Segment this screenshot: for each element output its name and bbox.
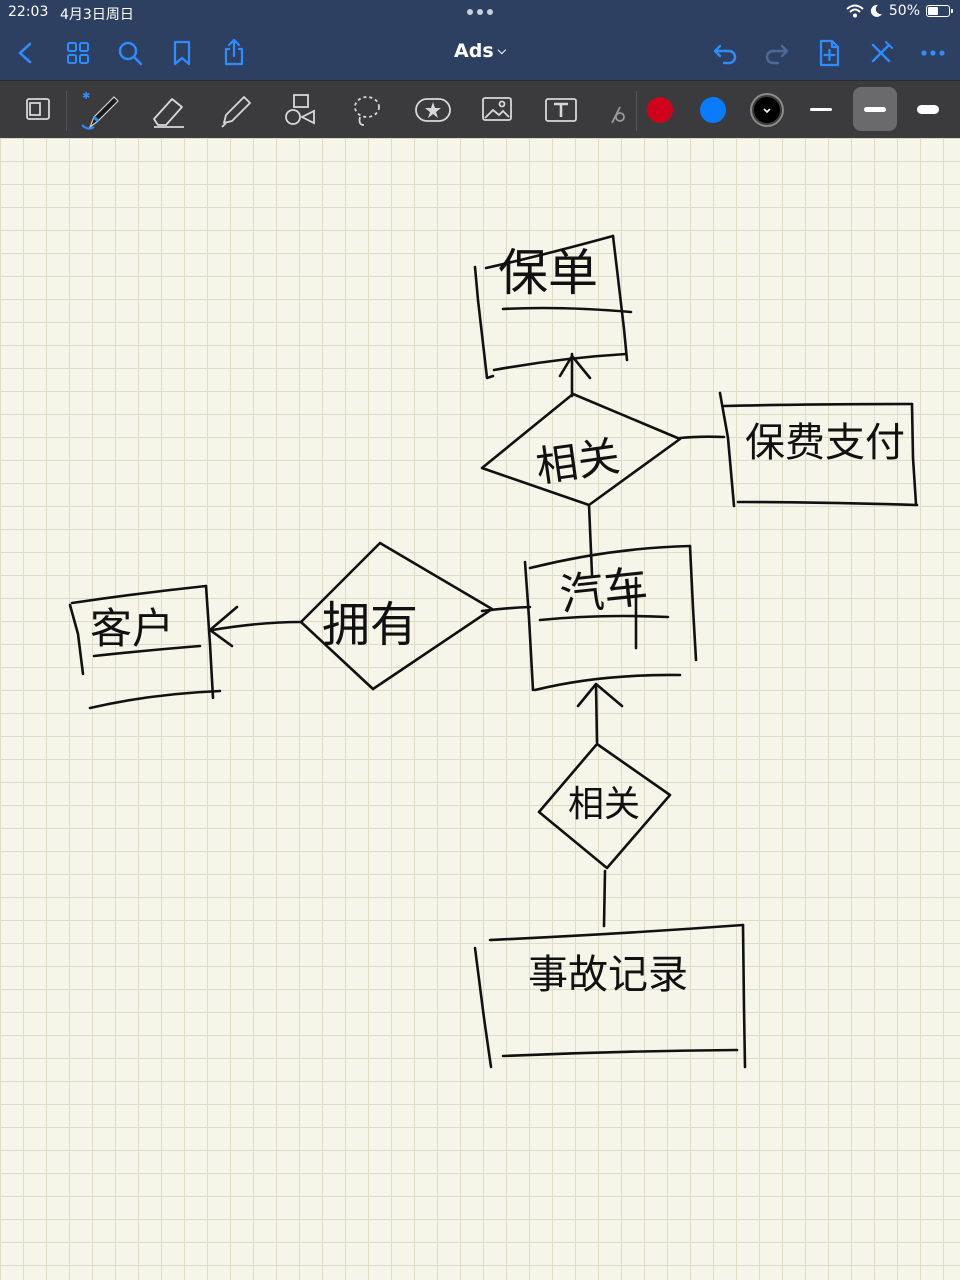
policy-arrow [558, 352, 592, 398]
policy-entity-box [473, 234, 633, 380]
more-icon [921, 50, 945, 56]
share-button[interactable] [217, 36, 251, 70]
moon-icon [870, 4, 882, 17]
color-swatch-red[interactable] [647, 97, 673, 123]
add-page-icon [819, 39, 840, 67]
tablet-mode-icon [26, 98, 50, 120]
undo-icon [713, 44, 737, 65]
tablet-mode-tool[interactable] [16, 87, 62, 133]
shapes-icon [285, 94, 315, 125]
policy-label: 保单 [498, 244, 598, 302]
status-time: 22:03 [8, 4, 49, 20]
text-icon [545, 98, 577, 122]
add-page-button[interactable] [812, 36, 846, 70]
related-top-label: 相关 [533, 431, 623, 491]
svg-text:✱: ✱ [82, 91, 90, 102]
premium-payment-label: 保费支付 [745, 420, 905, 466]
customer-entity-box [68, 584, 222, 710]
back-button[interactable] [8, 36, 42, 70]
sticker-tool[interactable] [410, 87, 456, 133]
highlighter-tool[interactable] [212, 87, 258, 133]
related-bottom-label: 相关 [568, 784, 640, 825]
related-bottom-relationship [537, 742, 672, 928]
image-icon [482, 97, 512, 121]
accident-record-entity-box [473, 923, 747, 1069]
car-entity-box [523, 544, 698, 692]
redo-button[interactable] [760, 36, 794, 70]
bookmark-button[interactable] [165, 36, 199, 70]
stroke-thick[interactable] [906, 87, 950, 131]
color-swatch-black-selected[interactable] [754, 97, 780, 123]
status-date: 4月3日周日 [60, 7, 134, 23]
owns-label: 拥有 [322, 597, 418, 653]
car-arrow [576, 682, 624, 744]
chevron-down-icon [763, 108, 771, 114]
chevron-down-icon: ⌵ [497, 44, 506, 57]
more-button[interactable] [916, 36, 950, 70]
accident-record-label: 事故记录 [528, 952, 688, 998]
car-label: 汽车 [557, 562, 650, 622]
eraser-icon [153, 98, 184, 128]
sticker-icon [415, 98, 451, 122]
pen-tool[interactable]: ✱ [80, 87, 126, 133]
search-icon [118, 41, 143, 66]
toolbar-divider [66, 91, 67, 131]
status-right: 50% [846, 3, 953, 19]
close-toolbar-icon [871, 41, 893, 63]
share-icon [224, 38, 244, 66]
lasso-tool[interactable] [344, 87, 390, 133]
customer-label: 客户 [90, 604, 174, 653]
battery-fill [928, 7, 938, 15]
back-icon [18, 42, 32, 64]
thumbnails-button[interactable] [61, 36, 95, 70]
stroke-thin[interactable] [799, 87, 843, 131]
wifi-icon [846, 4, 864, 18]
toolbar-divider-2 [636, 91, 637, 131]
highlighter-icon [221, 96, 251, 128]
document-title-text: Ads [454, 40, 494, 62]
undo-button[interactable] [708, 36, 742, 70]
shapes-tool[interactable] [278, 87, 324, 133]
er-diagram-sketch: 保单 相关 保费支付 客户 拥有 汽车 相关 事故记录 [68, 234, 919, 1069]
image-tool[interactable] [474, 87, 520, 133]
premium-payment-entity-box [718, 391, 919, 508]
status-bar: 22:03 4月3日周日 50% [0, 0, 960, 26]
color-swatch-blue[interactable] [700, 97, 726, 123]
battery-percent: 50% [888, 3, 920, 19]
laser-tool[interactable] [600, 87, 628, 133]
text-tool[interactable] [538, 87, 584, 133]
document-title[interactable]: Ads⌵ [430, 40, 530, 62]
pen-icon: ✱ [81, 91, 119, 130]
note-canvas[interactable]: 保单 相关 保费支付 客户 拥有 汽车 相关 事故记录 [0, 138, 960, 1280]
multitasking-dots-icon[interactable] [466, 8, 494, 16]
laser-icon [611, 106, 625, 124]
related-top-relationship [480, 392, 726, 577]
grid-icon [67, 42, 89, 64]
battery-icon [926, 5, 953, 17]
bookmark-icon [173, 40, 191, 66]
redo-icon [765, 44, 789, 65]
lasso-icon [354, 96, 380, 126]
stroke-medium-selected[interactable] [853, 87, 897, 131]
eraser-tool[interactable] [146, 87, 192, 133]
drawing-toolbar: ✱ [0, 80, 960, 139]
hide-toolbar-button[interactable] [864, 36, 898, 70]
search-button[interactable] [113, 36, 147, 70]
navigation-bar: Ads⌵ [0, 26, 960, 80]
